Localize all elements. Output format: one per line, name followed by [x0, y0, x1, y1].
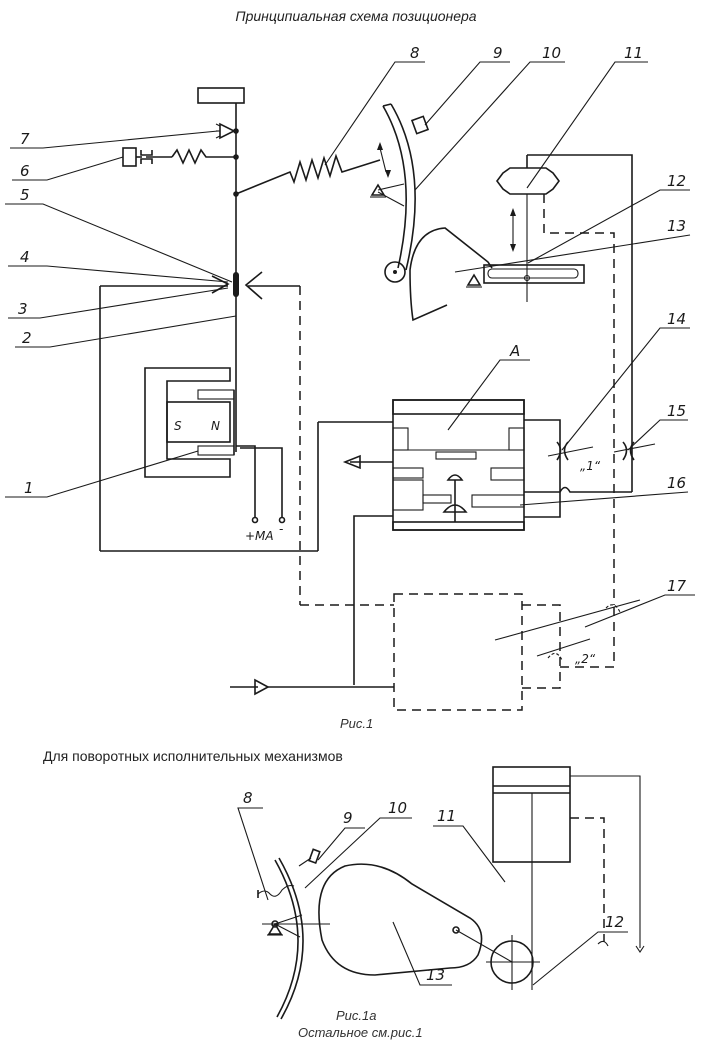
magnet-north-label: N [211, 419, 220, 433]
diagram-title: Принципиальная схема позиционера [235, 8, 477, 24]
callout-12: 12 [667, 172, 686, 190]
fig1a-callout-8: 8 [243, 789, 253, 807]
callout-14: 14 [667, 310, 686, 328]
callout-9: 9 [493, 44, 503, 62]
nozzle-pair-2-label: „2“ [575, 652, 596, 666]
bellows-11 [496, 154, 633, 605]
fig1a-callout-11: 11 [437, 807, 456, 825]
spring-8 [235, 153, 381, 195]
nozzle-pair-1-label: „1“ [580, 459, 601, 473]
callout-7: 7 [20, 130, 30, 148]
callout-15: 15 [667, 402, 686, 420]
cam-13 [409, 227, 585, 322]
fig1a-callout-10: 10 [388, 799, 407, 817]
fig1-callouts: 7 6 5 4 3 2 1 8 9 10 11 12 13 14 [5, 44, 695, 628]
fig1a-callout-13: 13 [426, 966, 445, 984]
callout-16: 16 [667, 474, 686, 492]
lever-rod [197, 87, 245, 452]
terminal-minus-label: - [279, 522, 283, 536]
second-relay-dashed: „2“ [230, 593, 641, 711]
fig1a-caption: Рис.1а [336, 1008, 377, 1023]
pivot-7 [215, 122, 236, 140]
callout-A: A [509, 342, 520, 360]
nozzle-pair-1: „1“ [547, 441, 656, 473]
callout-8: 8 [410, 44, 420, 62]
damper-6 [122, 147, 236, 167]
fig1-diagram: S N +MA - [5, 44, 695, 711]
magnet-south-label: S [174, 419, 182, 433]
callout-4: 4 [20, 248, 30, 266]
fig1a-callout-9: 9 [343, 809, 353, 827]
fig1a-note: Остальное см.рис.1 [298, 1025, 423, 1040]
nozzle-pair-flapper [99, 271, 393, 605]
callout-6: 6 [20, 162, 30, 180]
fig1a-callout-12: 12 [605, 913, 624, 931]
fig1-caption: Рис.1 [340, 716, 374, 731]
callout-17: 17 [667, 577, 687, 595]
feedback-arc-lever-10 [370, 103, 430, 283]
callout-11: 11 [624, 44, 643, 62]
callout-5: 5 [20, 186, 30, 204]
callout-10: 10 [542, 44, 561, 62]
pneumatic-relay-A: A [342, 399, 632, 685]
terminal-plus-label: +MA [245, 529, 274, 543]
callout-1: 1 [24, 479, 34, 497]
callout-3: 3 [18, 300, 28, 318]
callout-13: 13 [667, 217, 686, 235]
torque-motor-1: S N +MA - [144, 367, 286, 543]
callout-2: 2 [22, 329, 32, 347]
fig1a-diagram: 8 9 10 11 12 13 [237, 766, 645, 1020]
fig1a-section-title: Для поворотных исполнительных механизмов [43, 748, 343, 764]
